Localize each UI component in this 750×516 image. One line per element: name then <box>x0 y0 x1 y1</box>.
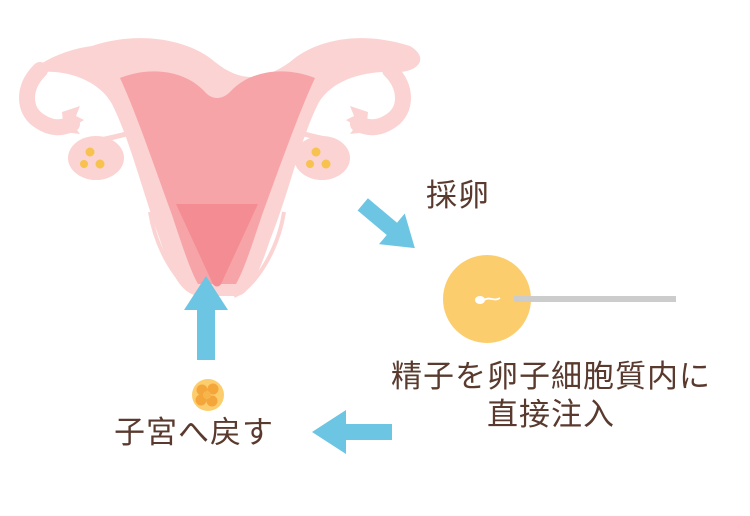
left-fallopian-tube <box>19 62 80 136</box>
return-to-uterus-label: 子宮へ戻す <box>114 415 274 451</box>
ovary-follicle <box>321 159 331 169</box>
ovary-follicle <box>95 159 105 169</box>
sperm-injection-label-line2: 直接注入 <box>487 397 615 433</box>
sperm-icon <box>475 296 501 304</box>
arrow-up-to-uterus <box>184 276 228 360</box>
embryo-icon <box>192 379 224 411</box>
sperm-injection-label: 精子を卵子細胞質内に 直接注入 <box>382 358 720 434</box>
uterus-body <box>120 71 315 284</box>
right-fimbria <box>346 106 368 134</box>
left-fimbria <box>62 106 84 134</box>
ovary-follicle <box>311 147 321 157</box>
arrow-to-return <box>312 410 392 454</box>
right-ovary <box>294 136 350 180</box>
egg-retrieval-label: 採卵 <box>426 178 490 214</box>
arrow-to-retrieval <box>357 198 415 249</box>
micro-pipette <box>514 296 676 302</box>
right-fallopian-tube <box>350 62 411 136</box>
uterine-cavity <box>176 204 258 287</box>
uterus-illustration <box>19 38 421 298</box>
ovary-follicle <box>306 160 314 168</box>
uterus-lower-outline <box>148 211 286 298</box>
ovary-follicle <box>85 147 95 157</box>
sperm-injection-label-line1: 精子を卵子細胞質内に <box>391 359 711 395</box>
ovary-follicle <box>80 160 88 168</box>
left-ovary <box>68 136 124 180</box>
